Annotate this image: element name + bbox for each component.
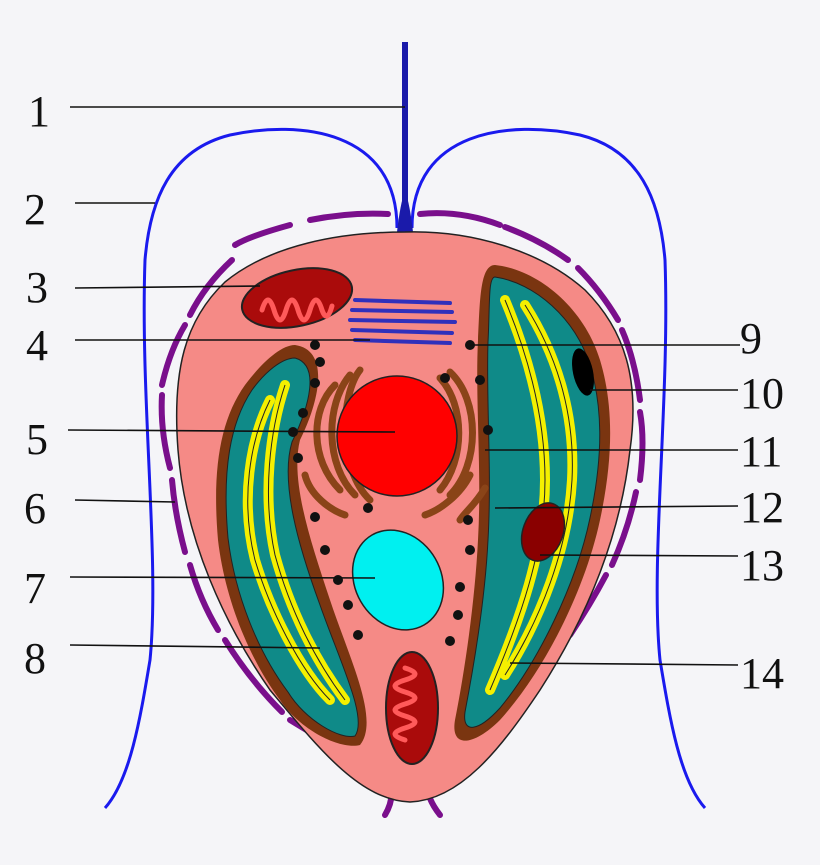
- label-10: 10: [740, 369, 784, 418]
- leader-line-8: [69, 644, 321, 649]
- label-5: 5: [26, 415, 48, 464]
- flagellum-base: [397, 190, 413, 232]
- label-6: 6: [24, 484, 46, 533]
- contractile-vacuole: [351, 529, 445, 631]
- nucleus: [336, 375, 458, 497]
- leader-line-3: [74, 285, 261, 289]
- label-9: 9: [740, 314, 762, 363]
- label-1: 1: [28, 87, 50, 136]
- label-7: 7: [24, 564, 46, 613]
- label-4: 4: [26, 321, 48, 370]
- mitochondrion-top: [240, 267, 354, 329]
- leader-line-14: [509, 662, 739, 666]
- label-2: 2: [24, 185, 46, 234]
- ribosomes: [288, 340, 493, 646]
- label-11: 11: [740, 427, 782, 476]
- label-8: 8: [24, 634, 46, 683]
- outer-sheath: [103, 127, 707, 809]
- golgi-apparatus: [348, 298, 457, 345]
- leader-line-5: [67, 429, 396, 433]
- leader-line-7: [69, 576, 376, 579]
- label-14: 14: [740, 649, 784, 698]
- mitochondrion-bottom: [385, 651, 439, 765]
- label-13: 13: [740, 541, 784, 590]
- leader-line-12: [494, 505, 739, 509]
- flagellum: [402, 42, 408, 236]
- pyrenoid: [520, 502, 566, 562]
- chloroplast-right: [454, 265, 611, 741]
- number-labels: 1 2 3 4 5 6 7 8 9 10 11 12 13 14: [24, 87, 784, 698]
- chloroplast-left: [216, 345, 367, 746]
- eyespot: [572, 348, 594, 396]
- label-12: 12: [740, 483, 784, 532]
- endoplasmic-reticulum: [301, 366, 489, 524]
- leader-line-6: [74, 499, 176, 503]
- leader-lines: [67, 106, 740, 666]
- leader-line-13: [539, 554, 739, 557]
- label-3: 3: [26, 263, 48, 312]
